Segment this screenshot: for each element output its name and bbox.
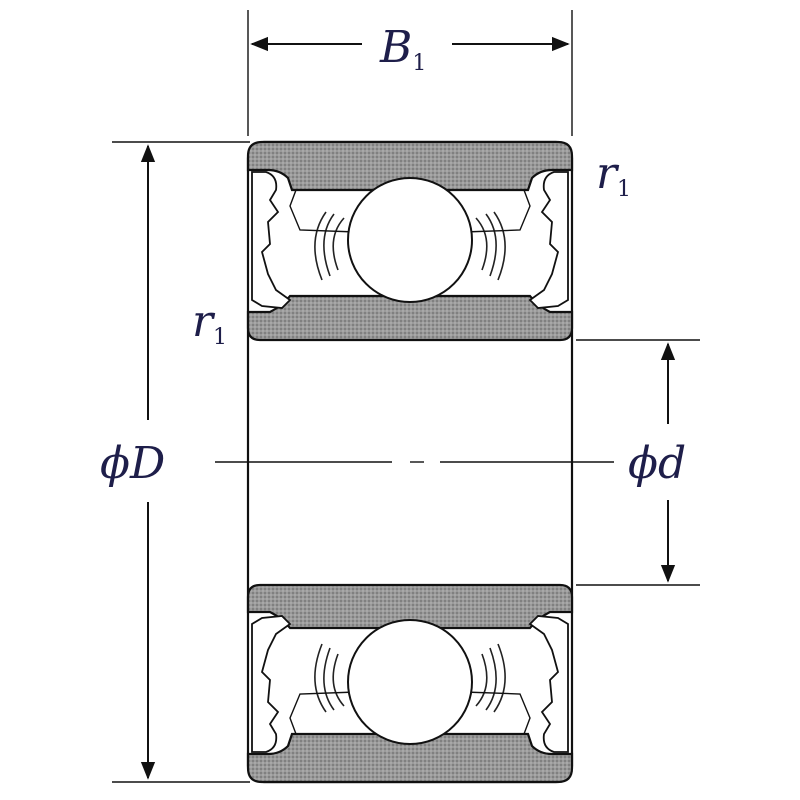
seal-right-bottom xyxy=(528,615,569,753)
ball-bottom xyxy=(347,619,473,745)
cage-right-top xyxy=(475,211,506,281)
width-label: B1 xyxy=(379,22,426,76)
top-section xyxy=(246,140,574,342)
bore-diameter-label: ϕd xyxy=(628,438,686,489)
cage-left-top xyxy=(314,211,345,281)
outer-ring-bottom xyxy=(246,732,574,784)
inner-ring-bottom xyxy=(246,583,574,630)
outer-ring-top xyxy=(246,140,574,192)
chamfer-label-top: r1 xyxy=(596,148,631,202)
cage-right-bottom xyxy=(475,643,506,713)
ball-top xyxy=(347,177,473,303)
seal-right-top xyxy=(528,171,569,309)
chamfer-label-left: r1 xyxy=(192,296,227,350)
seal-left-top xyxy=(251,171,292,309)
raceway-top xyxy=(289,189,531,233)
outer-diameter-label: ϕD xyxy=(100,438,165,489)
raceway-bottom xyxy=(289,691,531,735)
cage-left-bottom xyxy=(314,643,345,713)
bottom-section xyxy=(246,583,574,784)
seal-left-bottom xyxy=(251,615,292,753)
